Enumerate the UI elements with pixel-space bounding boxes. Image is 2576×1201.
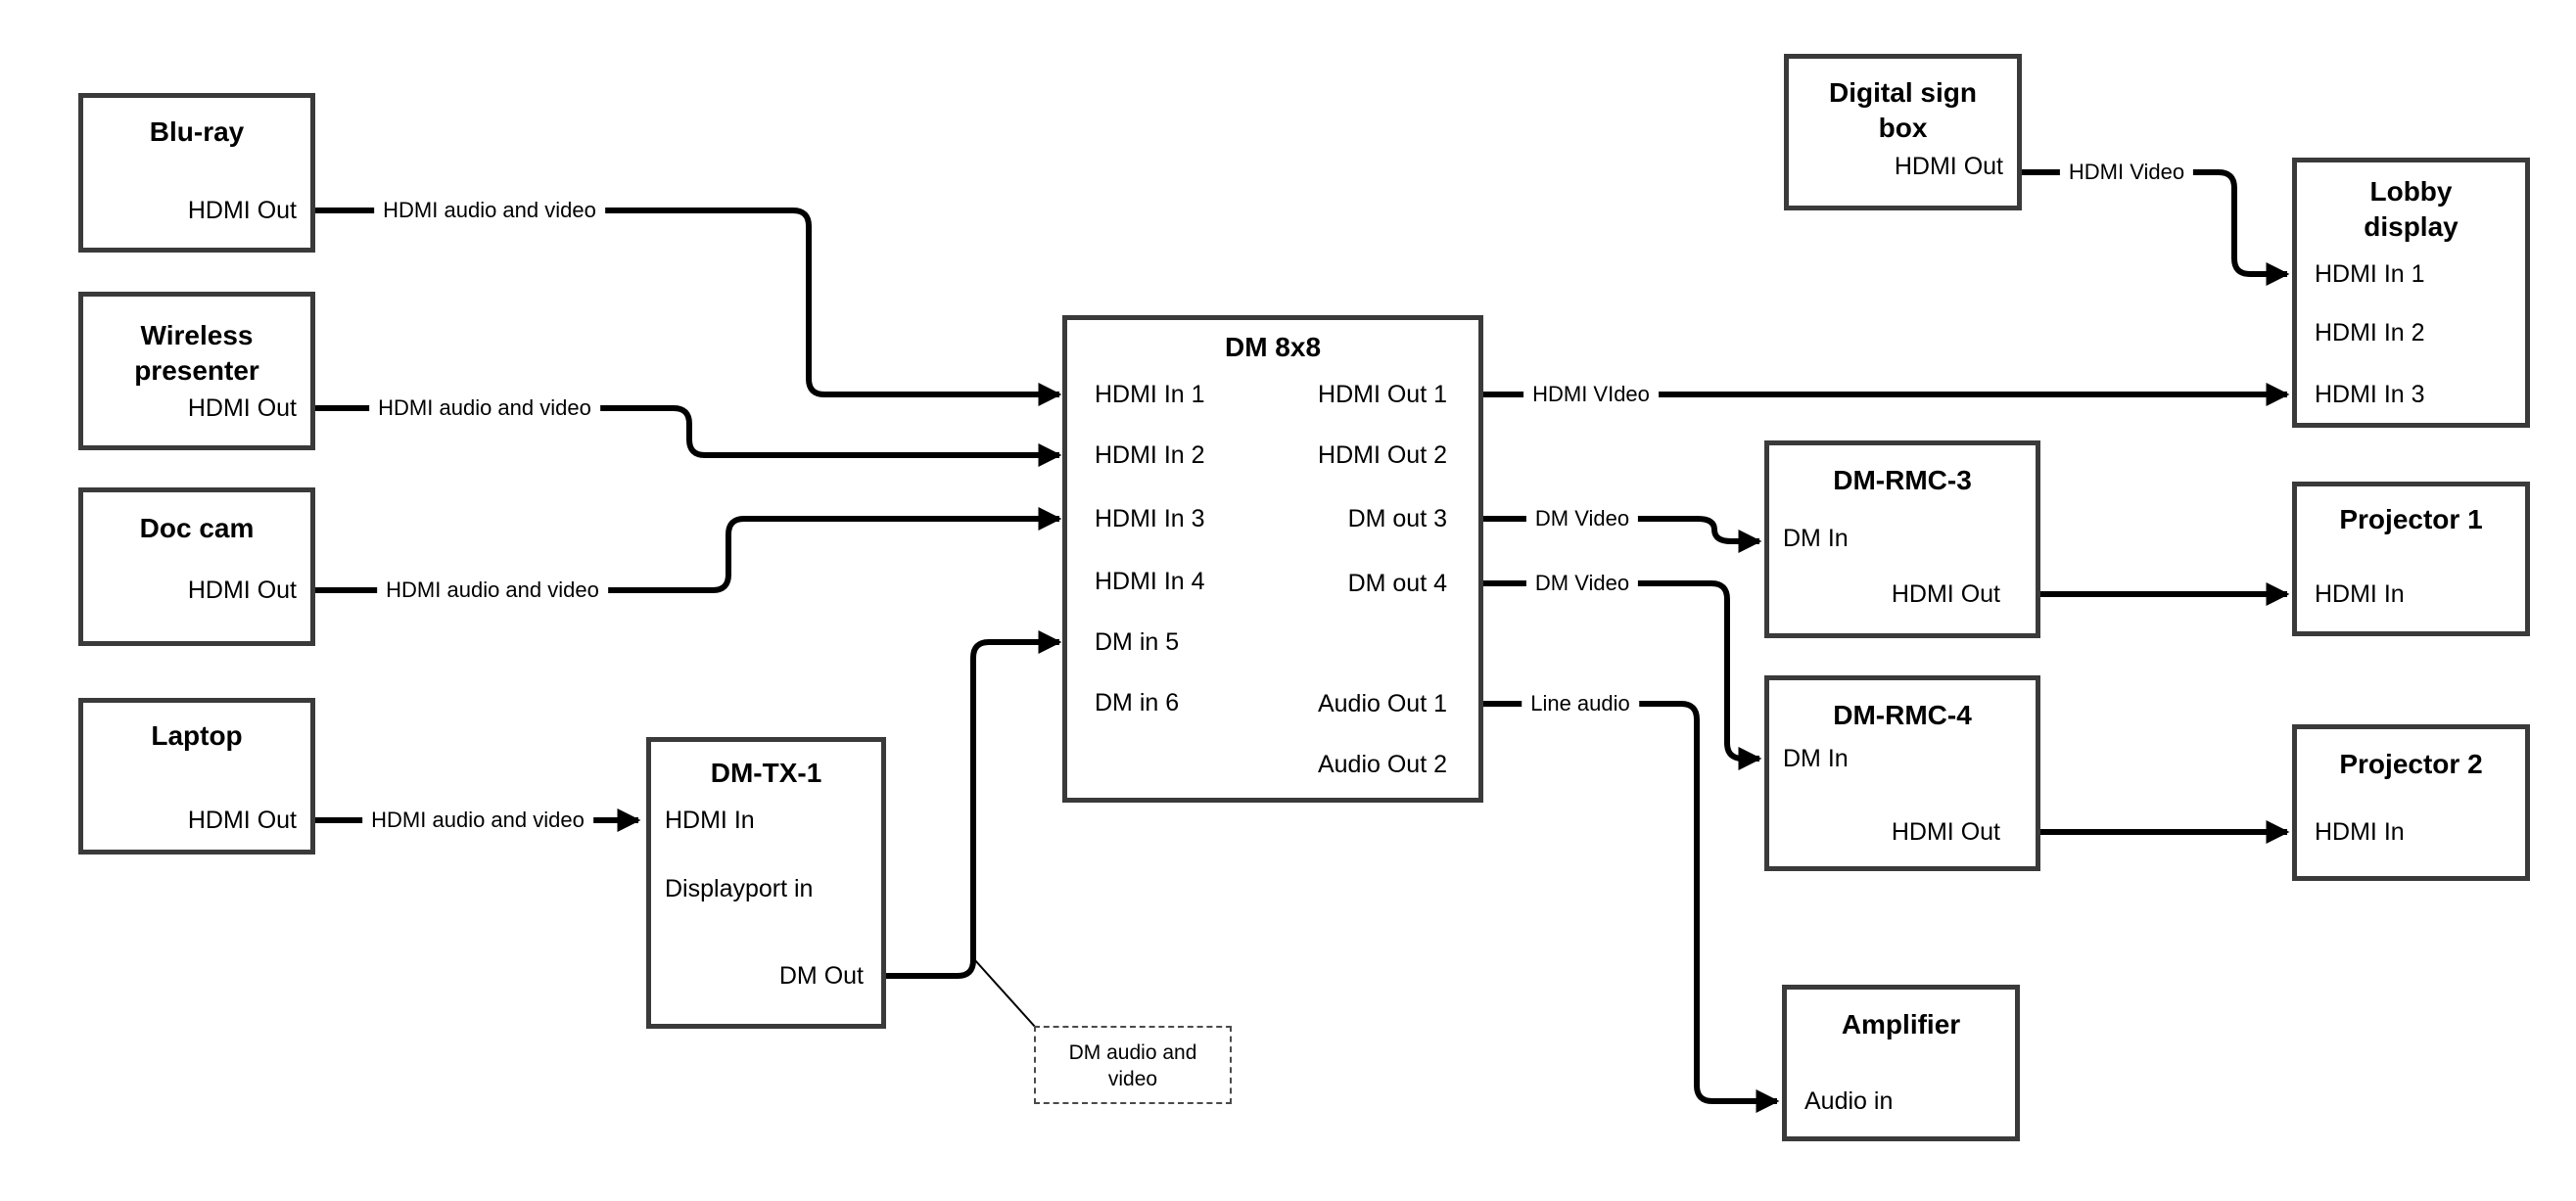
- edge-label-wireless-hdmi-av: HDMI audio and video: [369, 394, 600, 422]
- port-dm8x8-dm-out-4: DM out 4: [1347, 570, 1447, 597]
- port-dm8x8-audio-out-2: Audio Out 2: [1317, 751, 1447, 778]
- port-lobby-hdmi-in-1: HDMI In 1: [2315, 260, 2425, 288]
- note-line1: DM audio and: [1068, 1041, 1197, 1064]
- note-line2: video: [1107, 1068, 1158, 1090]
- port-dm8x8-hdmi-in-1: HDMI In 1: [1095, 381, 1205, 408]
- port-dm-rmc-3-hdmi-out: HDMI Out: [1891, 580, 2000, 608]
- signbox-title-line2: box: [1878, 113, 1928, 143]
- port-dm8x8-hdmi-in-2: HDMI In 2: [1095, 441, 1205, 469]
- edge-label-doccam-hdmi-av: HDMI audio and video: [377, 577, 608, 604]
- wire-doccam-to-dm8x8-hdmi-in-3: [315, 507, 1062, 593]
- port-dm8x8-hdmi-out-2: HDMI Out 2: [1318, 441, 1447, 469]
- node-projector-1-title: Projector 1: [2339, 504, 2483, 534]
- node-amplifier: Amplifier Audio in: [1782, 985, 2020, 1141]
- port-dm-tx-1-dm-out: DM Out: [778, 962, 864, 990]
- node-wireless-presenter: Wireless presenter HDMI Out: [78, 292, 315, 450]
- edge-label-laptop-hdmi-av: HDMI audio and video: [362, 807, 593, 834]
- port-dm8x8-dm-in-5: DM in 5: [1095, 628, 1180, 656]
- wireless-title-line1: Wireless: [140, 320, 254, 350]
- port-dm8x8-dm-in-6: DM in 6: [1095, 689, 1180, 716]
- node-dm-rmc-4-title: DM-RMC-4: [1833, 700, 1972, 730]
- wire-signbox-to-lobby-in1: [2022, 169, 2290, 286]
- node-lobby-display-title: Lobby display: [2297, 174, 2525, 245]
- port-dm8x8-hdmi-out-1: HDMI Out 1: [1318, 381, 1447, 408]
- wire-dmtx1-to-dm8x8-dm-in-5: [886, 630, 1062, 979]
- node-digital-sign-box-title: Digital sign box: [1789, 75, 2017, 146]
- port-dm-tx-1-hdmi-in: HDMI In: [665, 807, 755, 834]
- node-dm-8x8-title: DM 8x8: [1224, 332, 1322, 362]
- wire-dm8x8-audio1-to-amplifier: [1483, 701, 1780, 1113]
- port-dm8x8-dm-out-3: DM out 3: [1347, 505, 1447, 532]
- node-dm-rmc-3-title: DM-RMC-3: [1833, 465, 1972, 495]
- note-dm-audio-and-video: DM audio and video: [1034, 1026, 1232, 1104]
- edge-label-out1-hdmi-video: HDMI VIdeo: [1523, 381, 1659, 408]
- port-dm-tx-1-displayport-in: Displayport in: [665, 875, 814, 902]
- node-blu-ray: Blu-ray HDMI Out: [78, 93, 315, 253]
- edge-label-line-audio: Line audio: [1522, 690, 1639, 717]
- port-dm-rmc-3-dm-in: DM In: [1783, 525, 1849, 552]
- node-dm-rmc-4: DM-RMC-4 DM In HDMI Out: [1764, 675, 2040, 871]
- note-leader-line: [973, 958, 1037, 1029]
- edge-label-bluray-hdmi-av: HDMI audio and video: [374, 197, 605, 224]
- node-dm-8x8: DM 8x8 HDMI In 1 HDMI In 2 HDMI In 3 HDM…: [1062, 315, 1483, 803]
- wireless-title-line2: presenter: [134, 355, 259, 386]
- port-dm8x8-hdmi-in-4: HDMI In 4: [1095, 568, 1205, 595]
- lobby-title-line2: display: [2364, 211, 2459, 242]
- port-dm-rmc-4-hdmi-out: HDMI Out: [1891, 818, 2000, 846]
- node-digital-sign-box: Digital sign box HDMI Out: [1784, 54, 2022, 210]
- wire-dm8x8-out4-to-dmrmc4: [1483, 580, 1762, 770]
- port-wireless-hdmi-out: HDMI Out: [187, 394, 297, 422]
- port-signbox-hdmi-out: HDMI Out: [1894, 153, 2003, 180]
- edge-label-out3-dm-video: DM Video: [1525, 505, 1639, 532]
- node-doc-cam: Doc cam HDMI Out: [78, 487, 315, 646]
- node-blu-ray-title: Blu-ray: [149, 116, 245, 147]
- node-amplifier-title: Amplifier: [1841, 1009, 1961, 1039]
- node-dm-tx-1: DM-TX-1 HDMI In Displayport in DM Out: [646, 737, 886, 1029]
- node-projector-2: Projector 2 HDMI In: [2292, 724, 2530, 881]
- port-doc-cam-hdmi-out: HDMI Out: [187, 577, 297, 604]
- lobby-title-line1: Lobby: [2369, 176, 2453, 207]
- wire-wireless-to-dm8x8-hdmi-in-2: [315, 405, 1062, 467]
- port-dm-rmc-4-dm-in: DM In: [1783, 745, 1849, 772]
- port-amplifier-audio-in: Audio in: [1804, 1087, 1894, 1115]
- node-laptop: Laptop HDMI Out: [78, 698, 315, 855]
- port-lobby-hdmi-in-3: HDMI In 3: [2315, 381, 2425, 408]
- wire-bluray-to-dm8x8-hdmi-in-1: [315, 208, 1062, 406]
- signbox-title-line1: Digital sign: [1829, 77, 1977, 108]
- node-doc-cam-title: Doc cam: [139, 513, 255, 543]
- port-dm8x8-audio-out-1: Audio Out 1: [1317, 690, 1447, 717]
- node-laptop-title: Laptop: [151, 720, 243, 751]
- port-laptop-hdmi-out: HDMI Out: [187, 807, 297, 834]
- node-projector-2-title: Projector 2: [2339, 749, 2483, 779]
- port-dm8x8-hdmi-in-3: HDMI In 3: [1095, 505, 1205, 532]
- edge-label-out4-dm-video: DM Video: [1525, 570, 1639, 597]
- port-blu-ray-hdmi-out: HDMI Out: [187, 197, 297, 224]
- port-projector-2-hdmi-in: HDMI In: [2315, 818, 2405, 846]
- edge-label-signbox-hdmi-video: HDMI Video: [2059, 159, 2194, 186]
- node-lobby-display: Lobby display HDMI In 1 HDMI In 2 HDMI I…: [2292, 158, 2530, 428]
- node-wireless-presenter-title: Wireless presenter: [83, 318, 310, 389]
- node-dm-tx-1-title: DM-TX-1: [710, 758, 822, 788]
- port-lobby-hdmi-in-2: HDMI In 2: [2315, 319, 2425, 346]
- wire-dm8x8-out3-to-dmrmc3: [1483, 516, 1762, 553]
- node-dm-rmc-3: DM-RMC-3 DM In HDMI Out: [1764, 440, 2040, 638]
- node-projector-1: Projector 1 HDMI In: [2292, 482, 2530, 636]
- port-projector-1-hdmi-in: HDMI In: [2315, 580, 2405, 608]
